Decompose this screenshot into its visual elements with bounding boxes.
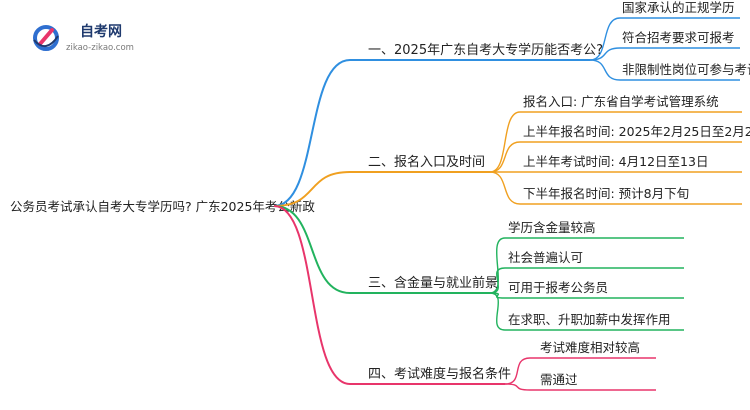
branch-3-leaf-2: 社会普遍认可 (508, 250, 583, 265)
branch-1-leaf-3-link (589, 59, 740, 81)
branch-2-leaf-3: 上半年考试时间: 4月12日至13日 (523, 154, 708, 169)
branch-3-link (273, 205, 490, 294)
branch-3-leaf-4: 在求职、升职加薪中发挥作用 (508, 312, 671, 327)
logo-icon (33, 25, 59, 51)
branch-2-leaf-4: 下半年报名时间: 预计8月下旬 (523, 186, 689, 201)
branch-2-label: 二、报名入口及时间 (368, 154, 485, 170)
branch-4-leaf-1-link (504, 357, 656, 385)
branch-3-leaf-2-link (489, 267, 684, 294)
branch-1-leaf-3: 非限制性岗位可参与考试 (622, 62, 750, 77)
branch-2-leaf-2: 上半年报名时间: 2025年2月25日至2月28日 (523, 124, 750, 139)
branch-4-leaf-2: 需通过 (540, 372, 578, 387)
branch-2-leaf-1: 报名入口: 广东省自学考试管理系统 (523, 94, 719, 109)
logo: 自考网 zikao-zikao.com (33, 23, 134, 53)
root-topic: 公务员考试承认自考大专学历吗? 广东2025年考公新政 (10, 199, 315, 214)
branch-4-label: 四、考试难度与报名条件 (368, 366, 511, 382)
branch-2-leaf-4-link (489, 171, 742, 205)
branch-1-leaf-2-link (589, 47, 740, 61)
branch-2-leaf-2-link (489, 141, 742, 173)
branch-3-leaf-4-link (489, 292, 684, 331)
branch-4-link (273, 205, 505, 385)
branch-1-leaf-1-link (589, 17, 740, 61)
logo-title: 自考网 (80, 23, 122, 40)
branch-2-link (273, 171, 490, 207)
branch-3-leaf-1-link (489, 237, 684, 294)
branch-3-label: 三、含金量与就业前景 (368, 275, 498, 291)
branch-3-leaf-1: 学历含金量较高 (508, 220, 596, 235)
branch-1-label: 一、2025年广东自考大专学历能否考公? (368, 42, 603, 58)
branch-1-leaf-1: 国家承认的正规学历 (622, 0, 735, 15)
logo-url: zikao-zikao.com (66, 43, 134, 53)
branch-3-leaf-3: 可用于报考公务员 (508, 280, 608, 295)
branch-2-leaf-1-link (489, 111, 742, 173)
branch-4-leaf-2-link (504, 383, 656, 391)
branch-1-link (273, 59, 590, 207)
branch-1-leaf-2: 符合招考要求可报考 (622, 30, 735, 45)
branch-4-leaf-1: 考试难度相对较高 (540, 340, 640, 355)
